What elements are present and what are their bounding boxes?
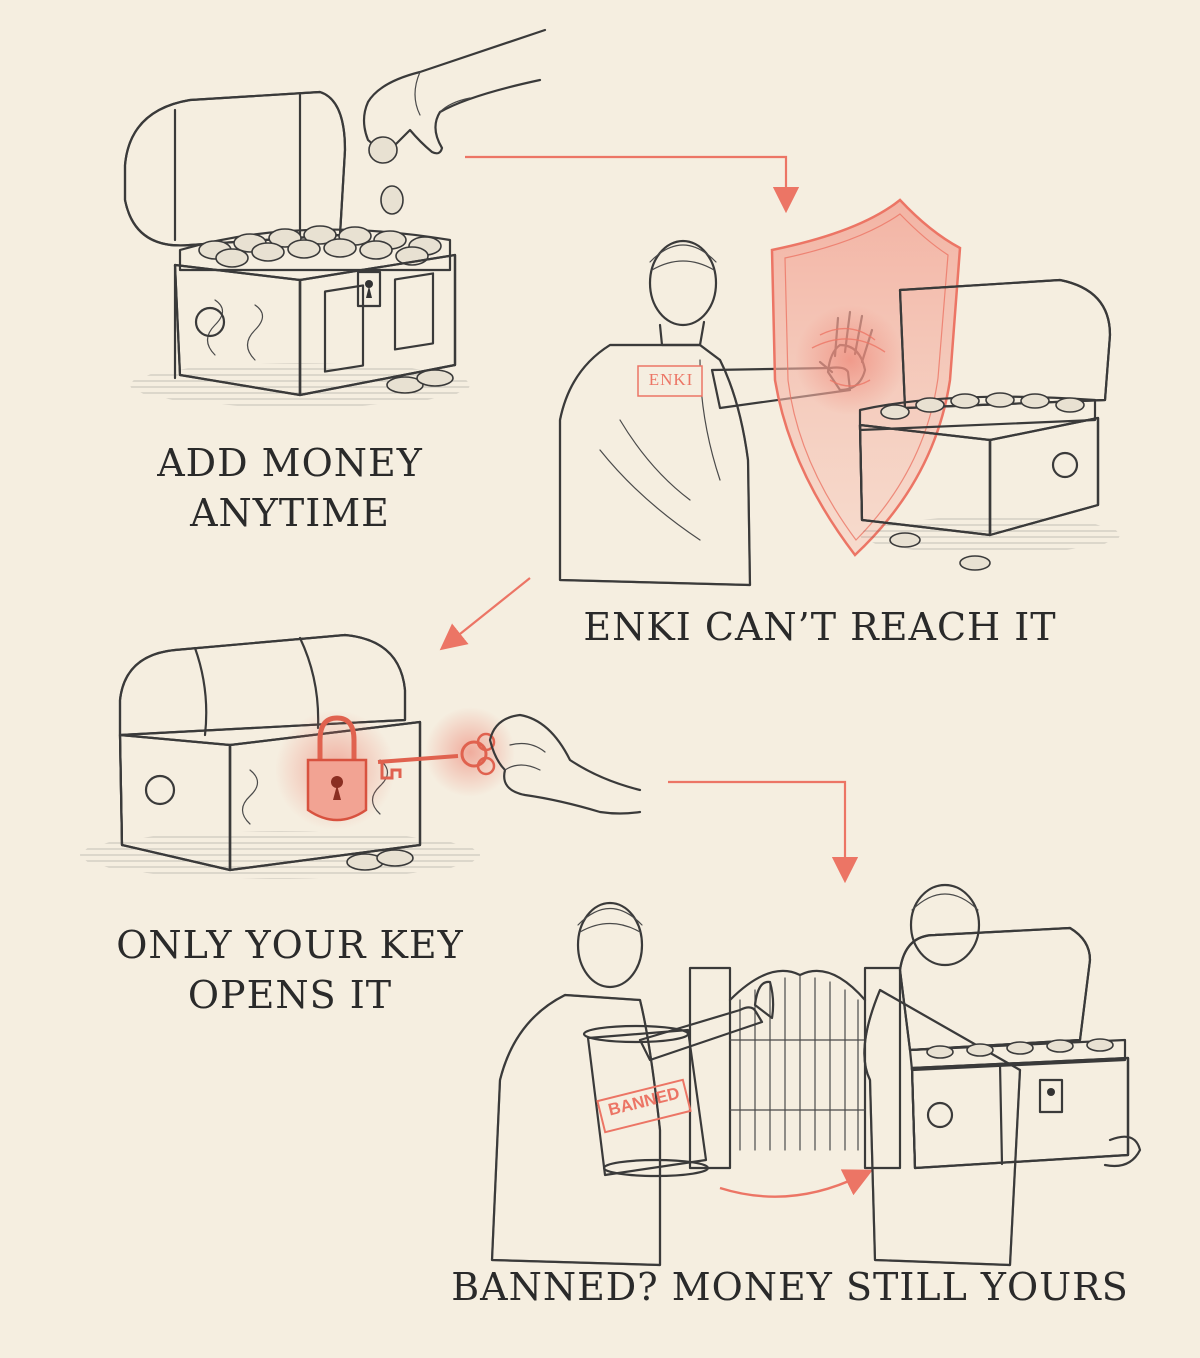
scene-enki-blocked [558, 198, 1120, 587]
caption-line: BANNED? MONEY STILL YOURS [451, 1265, 1129, 1309]
caption-line: OPENS IT [187, 973, 393, 1017]
flow-arrow-3 [668, 780, 859, 884]
hand-with-key-icon [488, 713, 642, 815]
banned-scroll-icon [582, 1024, 710, 1178]
scene-banned [490, 883, 1142, 1267]
closed-chest-icon [118, 633, 422, 872]
banned-figure-icon [490, 901, 775, 1267]
tunic-label: ENKI [648, 370, 694, 389]
scene-add-money [123, 28, 547, 407]
caption-line: ONLY YOUR KEY [116, 923, 464, 967]
caption-banned-money-yours: BANNED? MONEY STILL YOURS [430, 1262, 1150, 1312]
caption-line: ENKI CAN’T REACH IT [583, 605, 1057, 649]
caption-only-your-key: ONLY YOUR KEY OPENS IT [70, 920, 510, 1020]
owner-figure-icon [863, 883, 1142, 1267]
hand-with-coin-icon [362, 28, 547, 164]
flow-arrow-2 [439, 577, 531, 651]
caption-line: ADD MONEY [157, 441, 423, 485]
flow-arrow-4 [719, 1169, 873, 1198]
caption-add-money: ADD MONEY ANYTIME [120, 438, 460, 538]
flow-arrow-1 [465, 155, 800, 214]
scene-your-key [80, 633, 642, 879]
key-icon [377, 707, 515, 797]
caption-enki-cant-reach: ENKI CAN’T REACH IT [560, 602, 1080, 652]
gate-icon [688, 966, 902, 1170]
padlock-icon [275, 710, 395, 830]
caption-line: ANYTIME [190, 491, 390, 535]
open-chest-icon [123, 90, 457, 397]
guarded-chest-icon [858, 278, 1120, 571]
shield-icon [770, 198, 962, 557]
